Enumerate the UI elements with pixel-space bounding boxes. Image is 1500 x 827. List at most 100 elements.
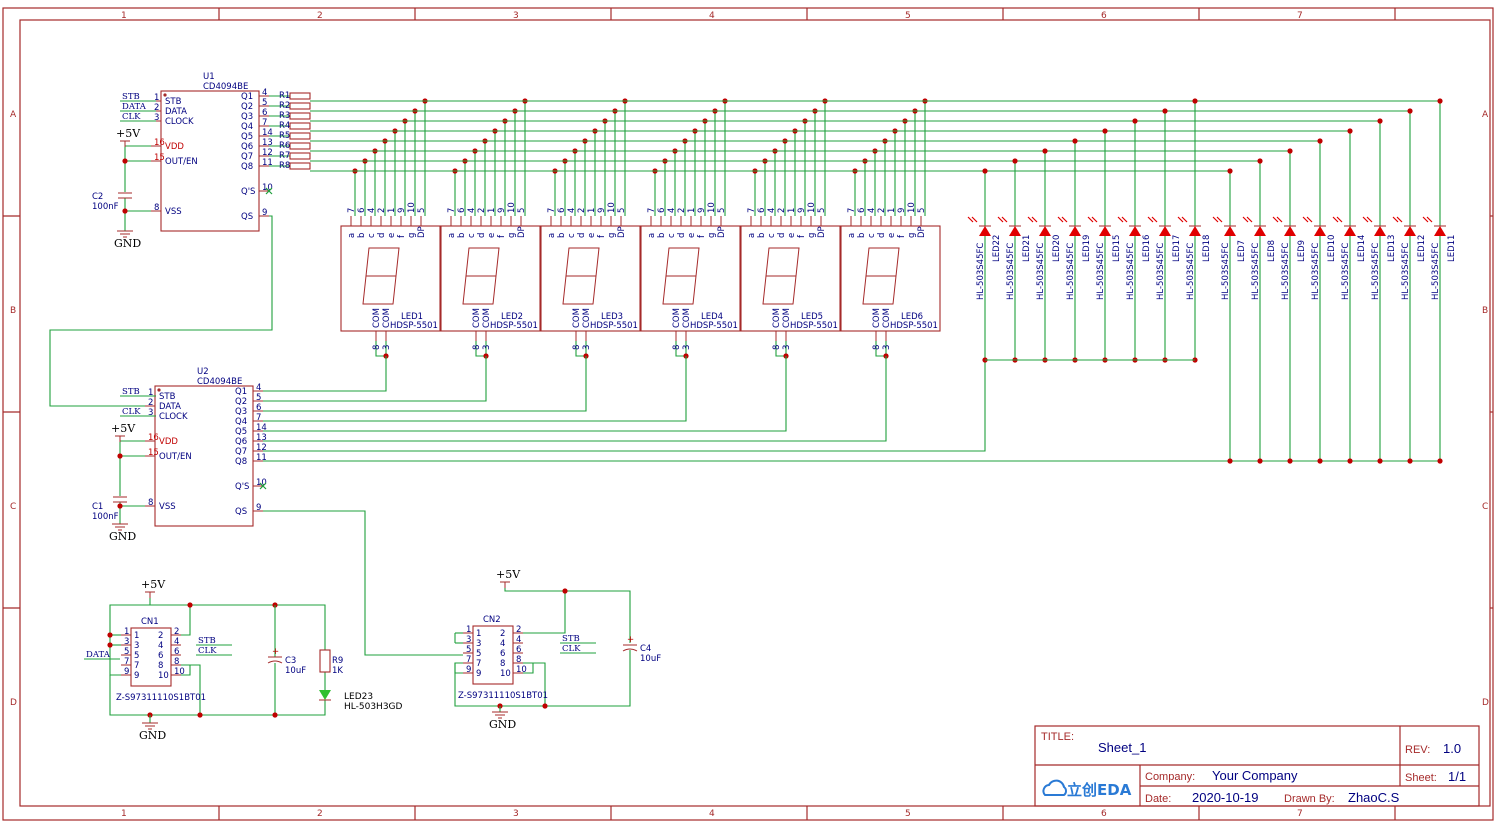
pin-name: 10 <box>158 671 169 681</box>
led-triangle <box>1404 226 1416 236</box>
seg-pin-num: 2 <box>877 208 887 213</box>
resistor-r9 <box>319 649 331 673</box>
drawn-value: ZhaoC.S <box>1348 790 1400 805</box>
pin-name: CLOCK <box>165 117 194 127</box>
chip-part: CD4094BE <box>203 82 248 92</box>
pin-num: 3 <box>154 113 159 123</box>
com-num: 8 <box>872 345 882 350</box>
wire <box>263 356 387 392</box>
seg-pin-name: f <box>397 234 407 238</box>
seg-pin-name: DP <box>417 226 427 238</box>
seg-pin-num: 4 <box>467 208 477 213</box>
pin-num: 6 <box>516 645 521 655</box>
seg-pin-num: 5 <box>717 208 727 213</box>
seg-pin-name: g <box>807 233 817 238</box>
u2-cd4094: U2CD4094BESTB1DATA2CLOCK3VDD16OUT/EN15VS… <box>145 367 267 527</box>
pin-name: Q5 <box>241 132 253 142</box>
pin-name: 1 <box>134 631 139 641</box>
junction <box>107 642 113 648</box>
sheet-label: Sheet: <box>1405 772 1437 784</box>
u1-cd4094: U1CD4094BESTB1DATA2CLOCK3VDD16OUT/EN15VS… <box>151 72 273 232</box>
junction <box>1072 138 1078 144</box>
seg-pin-name: c <box>767 233 777 238</box>
net-label: STB <box>198 636 216 646</box>
seg-pin-num: 7 <box>347 208 357 213</box>
led-ref: LED10 <box>1327 235 1337 262</box>
junction <box>1407 458 1413 464</box>
net-label: CLK <box>198 646 217 656</box>
led-ref: LED18 <box>1202 235 1212 262</box>
pin-num: 8 <box>148 498 153 508</box>
junction <box>1012 158 1018 164</box>
connector-ref: CN2 <box>483 615 501 625</box>
pin-num: 8 <box>516 655 521 665</box>
pin-num: 8 <box>154 203 159 213</box>
pin-num: 5 <box>466 645 471 655</box>
pin-num: 2 <box>516 625 521 635</box>
pin-num: 9 <box>124 667 129 677</box>
led-rays <box>997 216 1008 223</box>
seg-pin-num: 1 <box>387 208 397 213</box>
cap-plus: + <box>627 635 634 645</box>
led-ref: LED8 <box>1267 240 1277 262</box>
wire <box>454 663 463 674</box>
wire <box>675 341 687 357</box>
wire <box>523 591 566 634</box>
chip-ref: U1 <box>203 72 215 82</box>
resistor-ref: R2 <box>279 101 290 111</box>
vcc-cn2: +5V <box>496 568 521 588</box>
junction <box>1377 118 1383 124</box>
led-part: HL-503S45FC <box>1251 243 1261 300</box>
nc <box>259 482 267 490</box>
vcc-label: +5V <box>496 568 521 581</box>
led-rays <box>1272 216 1283 223</box>
led-triangle <box>1129 226 1141 236</box>
led-ref: LED19 <box>1082 235 1092 262</box>
seg-pin-num: 10 <box>407 202 417 213</box>
pin-num: 4 <box>516 635 521 645</box>
led-part: HL-503S45FC <box>1431 243 1441 300</box>
wire <box>263 356 787 432</box>
pin-name: STB <box>165 97 182 107</box>
led-rays <box>1422 216 1433 223</box>
no-connect <box>265 187 273 195</box>
wire <box>263 360 986 452</box>
pin-name: 2 <box>500 629 505 639</box>
gnd-cn1: GND <box>139 722 166 742</box>
wire <box>475 341 487 357</box>
led-rays <box>1302 216 1313 223</box>
seg-pin-name: a <box>747 233 757 238</box>
com-num: 3 <box>382 345 392 350</box>
net-clk-u1: CLK <box>120 112 156 122</box>
pin-name: Q1 <box>241 92 253 102</box>
display-part: HDSP-5501 <box>690 321 738 331</box>
com-name: COM <box>672 308 682 328</box>
resistor-ref: R6 <box>279 141 290 151</box>
zone-col-7: 7 <box>1297 11 1303 21</box>
pin-num: 3 <box>466 635 471 645</box>
pin-name: 9 <box>134 671 139 681</box>
net-label: STB <box>122 387 140 397</box>
display-ref: LED1 <box>401 312 423 322</box>
pin-num: 10 <box>256 478 267 488</box>
seg-pin-num: 5 <box>417 208 427 213</box>
wire <box>775 341 787 357</box>
vcc-label: +5V <box>116 127 141 140</box>
junction <box>187 602 193 608</box>
resistor-R8 <box>289 162 311 170</box>
com-num: 8 <box>772 345 782 350</box>
seg-pin-name: g <box>907 233 917 238</box>
junction <box>1162 108 1168 114</box>
wire <box>263 356 487 402</box>
pin-num: 15 <box>154 153 165 163</box>
led-part: HL-503S45FC <box>1341 243 1351 300</box>
com-name: COM <box>482 308 492 328</box>
seg-pin-num: 5 <box>517 208 527 213</box>
led23-ref: LED23 <box>344 692 373 702</box>
